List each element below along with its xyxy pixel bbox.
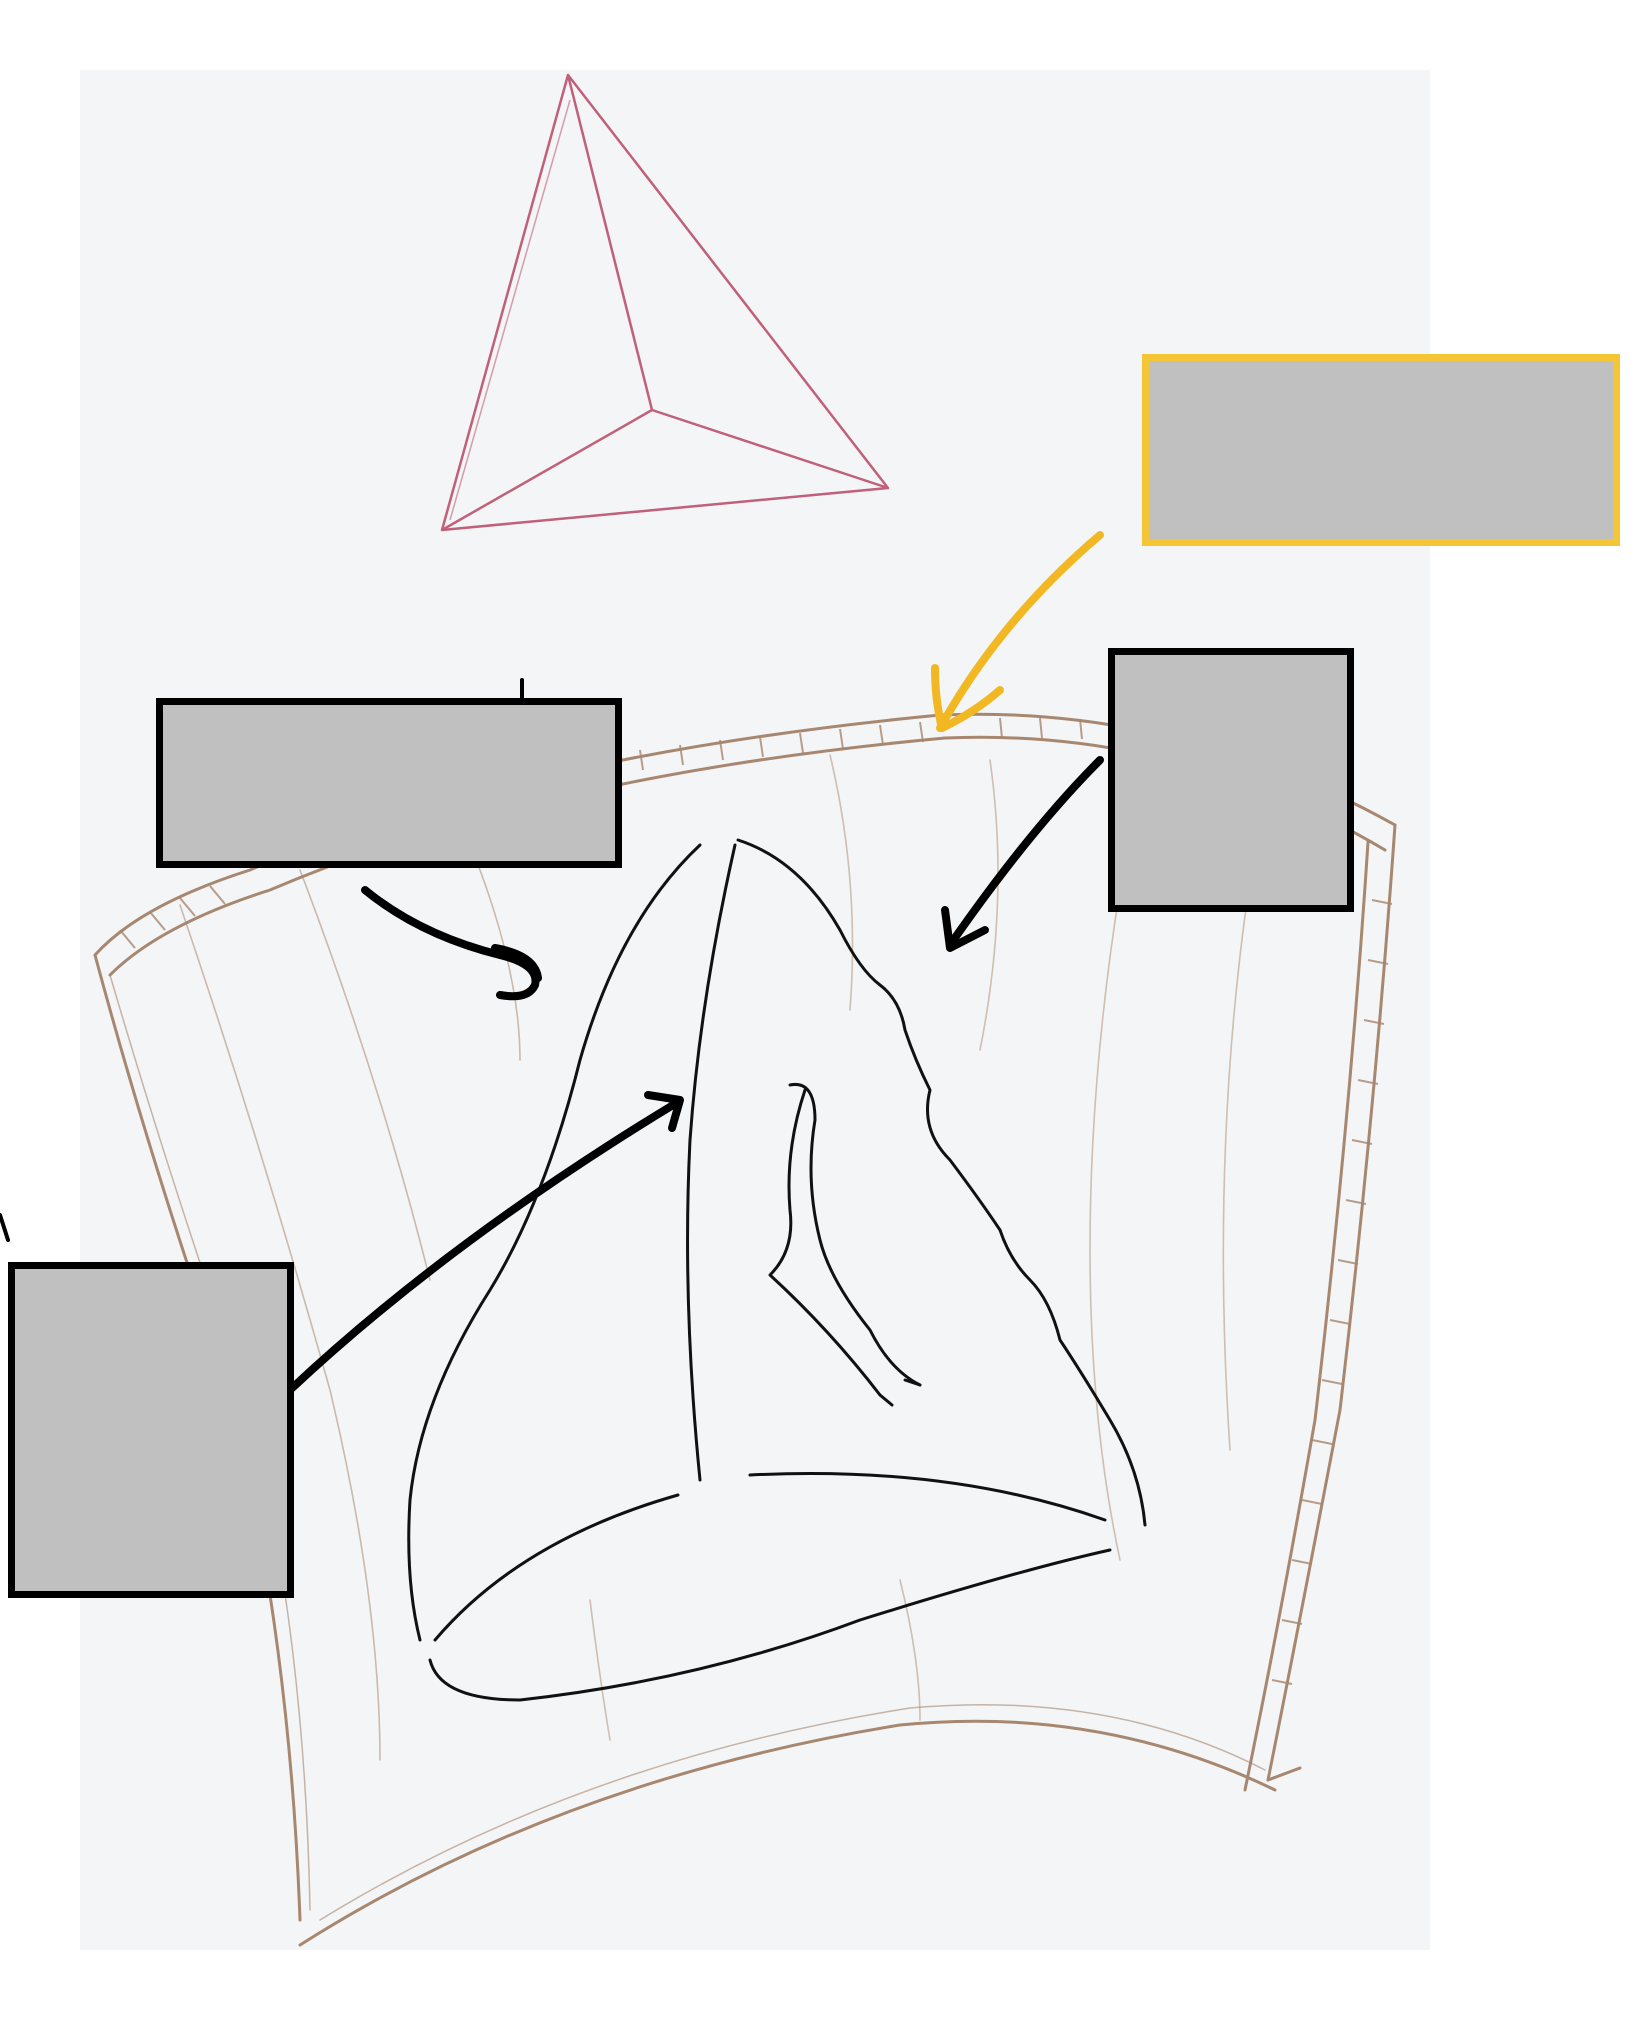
arrow-upper-left bbox=[361, 886, 540, 1001]
arrow-upper-left-head bbox=[491, 944, 542, 982]
arrow-right bbox=[946, 756, 1104, 949]
label-box-top-right[interactable] bbox=[1142, 354, 1620, 546]
stray-edge bbox=[0, 1213, 10, 1242]
tetrahedron-sketch bbox=[440, 73, 890, 532]
arrow-lower-left bbox=[286, 1098, 682, 1394]
cusp-sketch bbox=[407, 838, 1147, 1702]
chamber-rim-hatching bbox=[119, 717, 1393, 1685]
chamber-wall-sketch bbox=[93, 712, 1397, 1947]
pointer-arrows bbox=[0, 678, 1104, 1394]
label-box-lower-left[interactable] bbox=[8, 1262, 294, 1598]
highlight-pointer-arrow bbox=[931, 531, 1104, 732]
arrow-right-head bbox=[941, 906, 989, 952]
label-box-upper-left[interactable] bbox=[156, 698, 622, 868]
label-box-right[interactable] bbox=[1108, 648, 1354, 912]
arrow-lower-left-head bbox=[644, 1091, 684, 1132]
paper-sheet bbox=[80, 70, 1430, 1950]
